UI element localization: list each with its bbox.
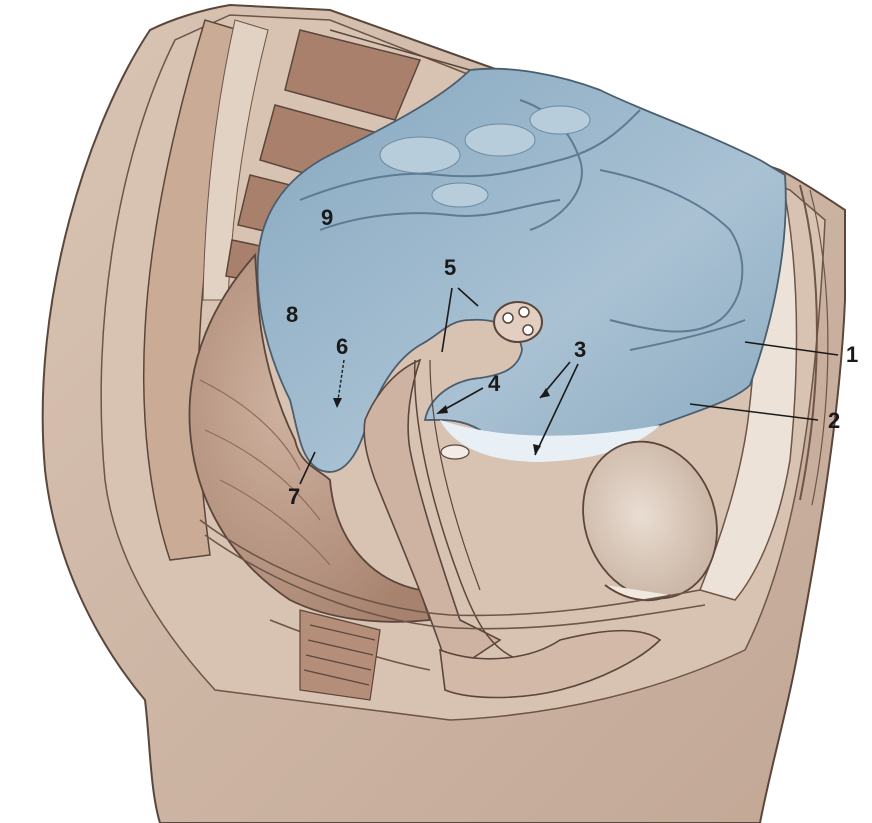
label-4: 4 — [488, 371, 501, 396]
label-3: 3 — [574, 337, 586, 362]
label-7: 7 — [288, 484, 300, 509]
ovary-section — [494, 302, 542, 342]
label-2: 2 — [828, 408, 840, 433]
label-6: 6 — [336, 334, 348, 359]
label-9: 9 — [321, 205, 333, 230]
label-5: 5 — [444, 255, 456, 280]
label-1: 1 — [846, 342, 858, 367]
label-8: 8 — [286, 302, 298, 327]
ureter-section — [441, 445, 469, 459]
